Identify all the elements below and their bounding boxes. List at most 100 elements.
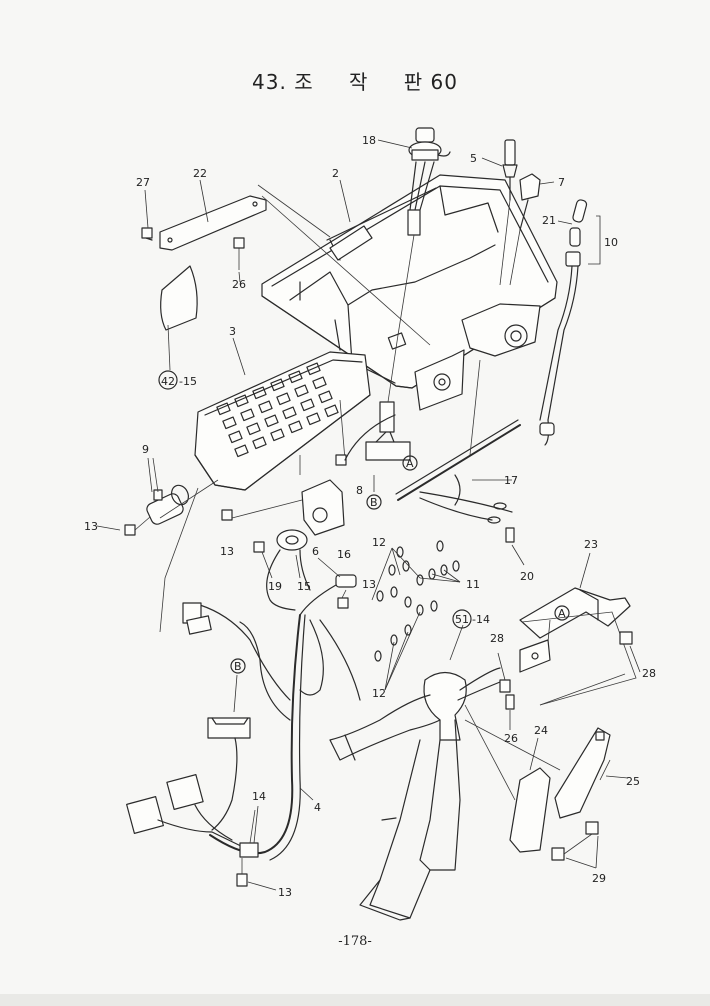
- callout-51-ring: [452, 609, 472, 629]
- leader-line: [443, 569, 461, 583]
- callout-13-left: 13: [84, 520, 98, 533]
- terminal-lug: [374, 650, 382, 662]
- switch-key: [234, 394, 249, 408]
- column-bracket: [329, 624, 561, 921]
- switch-key: [276, 392, 291, 406]
- switch-key: [306, 412, 321, 426]
- switch-key: [294, 384, 309, 398]
- callout-19: 19: [268, 580, 282, 593]
- callout-7: 7: [558, 176, 565, 189]
- terminal-lug: [440, 564, 448, 576]
- title-word-3: 판: [403, 70, 424, 94]
- switch-key: [324, 404, 339, 418]
- switch-key: [264, 414, 279, 428]
- callout-14: 14: [252, 790, 266, 803]
- callout-18: 18: [362, 134, 376, 147]
- page-number: -178-: [338, 934, 372, 949]
- callout-24: 24: [534, 724, 548, 737]
- callout-13-mid: 13: [220, 545, 234, 558]
- callout-2: 2: [332, 167, 339, 180]
- terminal-lug: [430, 600, 438, 612]
- terminal-lug: [376, 590, 384, 602]
- terminal-lugs: [371, 540, 461, 691]
- callout-51-suffix: -14: [472, 613, 490, 626]
- callout-9: 9: [142, 443, 149, 456]
- switch-key: [282, 406, 297, 420]
- leader-line: [419, 577, 461, 583]
- switch-panel: [194, 351, 371, 491]
- cable-harness-right: [395, 359, 555, 543]
- switch-key: [318, 390, 333, 404]
- callout-11: 11: [466, 578, 480, 591]
- switch-key: [222, 416, 237, 430]
- switch-key: [252, 386, 267, 400]
- potentiometer-knob: [397, 127, 451, 336]
- callout-labels: 18 2 5 7 21 10 27 22 26 -15 42 3 A 8 B 1…: [84, 134, 656, 899]
- callout-6: 6: [312, 545, 319, 558]
- callout-12-low: 12: [372, 687, 386, 700]
- callout-a-ring-top: [402, 455, 418, 471]
- terminal-lug: [390, 634, 398, 646]
- callout-23: 23: [584, 538, 598, 551]
- callout-26-top: 26: [232, 278, 246, 291]
- callout-a-right: A: [558, 607, 566, 620]
- callout-42: 42: [161, 375, 175, 388]
- side-brackets: [499, 587, 637, 861]
- terminal-lug: [388, 564, 396, 576]
- main-wire-harness: [126, 602, 361, 887]
- callout-27: 27: [136, 176, 150, 189]
- callout-15: 15: [297, 580, 311, 593]
- leader-line: [371, 547, 393, 601]
- terminal-lug: [390, 586, 398, 598]
- callout-3: 3: [229, 325, 236, 338]
- leader-line: [391, 547, 401, 576]
- switch-key: [288, 420, 303, 434]
- leader-line: [384, 641, 395, 691]
- leader-line: [431, 573, 461, 583]
- callout-b-low: B: [234, 660, 242, 673]
- callout-17: 17: [504, 474, 518, 487]
- callout-13-bottom: 13: [278, 886, 292, 899]
- callout-20: 20: [520, 570, 534, 583]
- scan-edge-strip: [0, 994, 710, 1006]
- terminal-lug: [416, 604, 424, 616]
- leader-lines: [96, 139, 641, 891]
- switch-key: [300, 398, 315, 412]
- callout-28-right: 28: [642, 667, 656, 680]
- leader-line: [384, 631, 409, 691]
- switch-key: [246, 422, 261, 436]
- callout-29: 29: [592, 872, 606, 885]
- mounting-bracket: [141, 184, 431, 371]
- switch-key: [258, 400, 273, 414]
- callout-26-low: 26: [504, 732, 518, 745]
- terminal-lug: [396, 546, 404, 558]
- callout-42-ring: [158, 370, 178, 390]
- page-title: 43. 조 작 판 60: [0, 66, 710, 95]
- leader-line: [391, 547, 421, 579]
- title-word-1: 조: [294, 70, 314, 94]
- callout-51: 51: [455, 613, 469, 626]
- terminal-lug: [452, 560, 460, 572]
- leader-line: [384, 611, 421, 691]
- tray-connector: [365, 334, 411, 461]
- switch-key: [312, 376, 327, 390]
- callout-42-suffix: -15: [179, 375, 197, 388]
- buzzer-switch-cluster: [221, 414, 396, 616]
- callout-a-ring-right: [554, 605, 570, 621]
- callout-12-top: 12: [372, 536, 386, 549]
- callout-5: 5: [470, 152, 477, 165]
- switch-key: [216, 402, 231, 416]
- callout-4: 4: [314, 801, 321, 814]
- switch-key: [270, 378, 285, 392]
- switch-key: [288, 370, 303, 384]
- title-number: 43.: [252, 70, 287, 94]
- switch-key: [228, 430, 243, 444]
- callout-13-right: 13: [362, 578, 376, 591]
- terminal-lug: [416, 574, 424, 586]
- callout-10: 10: [604, 236, 618, 249]
- switch-key: [240, 408, 255, 422]
- callout-8: 8: [356, 484, 363, 497]
- callout-b-ring-low: [230, 658, 246, 674]
- relay-part-9: [124, 457, 219, 633]
